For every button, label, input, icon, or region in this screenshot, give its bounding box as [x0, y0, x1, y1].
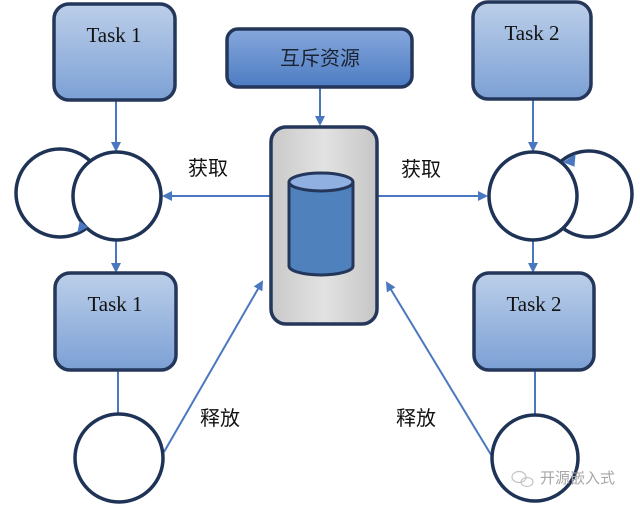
task-label: Task 2	[506, 292, 561, 316]
task-box-1-top: Task 1	[52, 2, 177, 102]
task-label: Task 1	[86, 23, 141, 47]
circle-group-left-top	[14, 147, 163, 242]
loop-arrow-icon	[77, 221, 88, 233]
edge-label-acquire-right: 获取	[401, 157, 441, 181]
resource-container	[269, 125, 379, 326]
arrow-release-left	[163, 280, 263, 453]
wechat-icon	[511, 470, 534, 488]
task-box-2-top: Task 2	[471, 0, 593, 101]
loop-arrow-icon	[562, 154, 576, 167]
edge-label-acquire-left: 获取	[188, 156, 228, 180]
mutex-resource-box: 互斥资源	[225, 27, 414, 89]
task-label: Task 1	[87, 292, 142, 316]
circle-group-right-top	[487, 149, 634, 242]
watermark-text: 开源嵌入式	[540, 469, 615, 487]
mutex-resource-label: 互斥资源	[280, 46, 360, 70]
state-circle	[487, 150, 579, 242]
watermark: 开源嵌入式	[511, 469, 615, 488]
task-box-2-bottom: Task 2	[472, 271, 596, 372]
arrow-release-right	[385, 281, 494, 459]
task-box-1-bottom: Task 1	[53, 271, 178, 372]
edge-label-release-left: 释放	[200, 406, 240, 430]
task-label: Task 2	[504, 21, 559, 45]
release-circle-right	[490, 413, 580, 503]
database-cylinder-icon	[287, 171, 355, 277]
connectors	[111, 88, 538, 459]
release-circle-left	[73, 412, 165, 504]
state-circle	[71, 150, 163, 242]
edge-label-release-right: 释放	[396, 406, 436, 430]
